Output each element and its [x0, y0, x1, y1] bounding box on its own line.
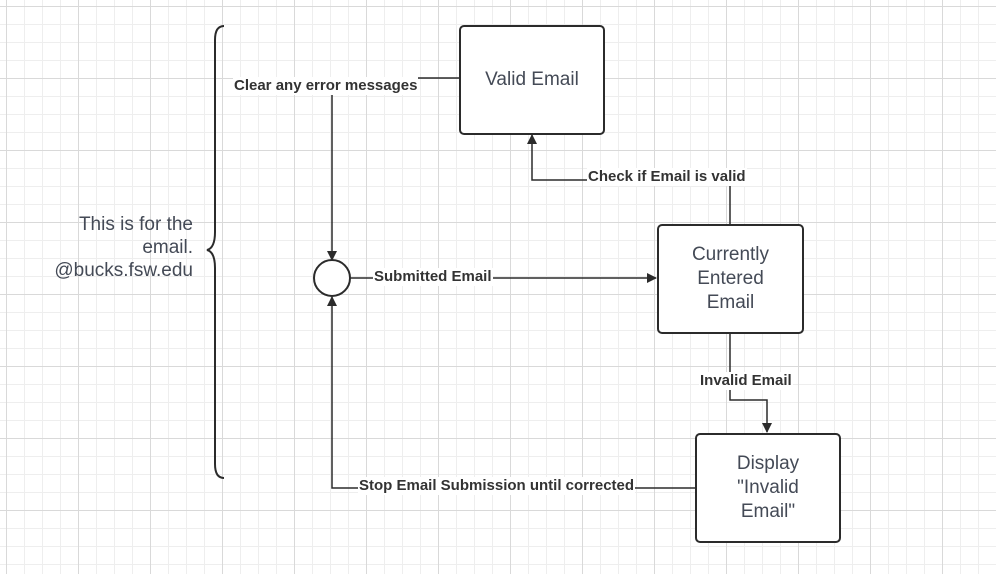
brace-note-line-3: @bucks.fsw.edu [54, 260, 193, 281]
edge-clear-errors [327, 77, 459, 261]
edge-invalid [729, 333, 772, 433]
brace-note-line-1: This is for the [78, 214, 193, 235]
edge-label-check-valid: Check if Email is valid [587, 168, 747, 186]
edge-label-submitted: Submitted Email [373, 268, 493, 286]
junction-circle [313, 259, 351, 297]
edge-stop-submission [327, 296, 695, 489]
brace-note-line-2: email. [142, 237, 193, 258]
curly-brace [206, 25, 225, 479]
node-display-invalid-email[interactable]: Display "Invalid Email" [695, 433, 841, 543]
node-currently-entered-email[interactable]: Currently Entered Email [657, 224, 804, 334]
edge-label-clear-errors: Clear any error messages [233, 77, 419, 95]
edge-label-stop-submission: Stop Email Submission until corrected [358, 477, 636, 495]
edge-label-invalid: Invalid Email [699, 372, 793, 390]
node-valid-email[interactable]: Valid Email [459, 25, 605, 135]
brace-note: This is for the email. @bucks.fsw.edu [54, 213, 193, 282]
